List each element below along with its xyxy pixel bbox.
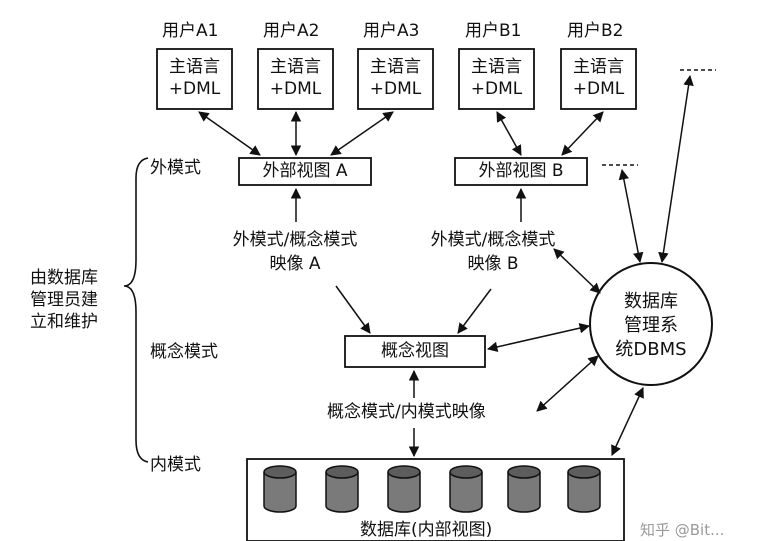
dbms-line1: 数据库 [624,291,678,312]
mapping-a-label: 外模式/概念模式 映像 A [210,230,380,274]
host-language-text: 主语言 [573,57,624,77]
user-a3-label: 用户A3 [363,21,420,41]
arrow-dbms-database [611,387,644,456]
cylinder-icon [567,465,601,513]
user-b1-language: 主语言 +DML [459,56,534,100]
user-b2-box [560,48,637,110]
database-label: 数据库(内部视图) [360,520,493,540]
external-view-a-label: 外部视图 A [262,161,348,181]
cylinder-icon [449,465,483,513]
cylinder-icon [387,465,421,513]
dbms-line2: 管理系 [624,315,678,336]
host-language-text: 主语言 [471,57,522,77]
user-a2-label: 用户A2 [263,21,320,41]
mapping-a-line1: 外模式/概念模式 [232,230,358,250]
conceptual-level-label: 概念模式 [150,342,218,362]
conceptual-view-box [344,335,486,368]
cylinder-icon [507,465,541,513]
mapping-b-line1: 外模式/概念模式 [430,230,556,250]
user-a2-language: 主语言 +DML [258,56,333,100]
user-a2-box [257,48,334,110]
mapping-b-label: 外模式/概念模式 映像 B [408,230,578,274]
user-a3-box [357,48,434,110]
cylinder-icon [263,465,297,513]
arrow-dbms-mapping-b [553,248,601,294]
user-b2-label: 用户B2 [567,21,624,41]
host-language-text: 主语言 [270,57,321,77]
arrow-b1-view-b [496,111,522,156]
external-level-label: 外模式 [150,158,201,178]
arrow-dbms-conceptual [486,322,591,353]
maintained-by-line3: 立和维护 [30,312,98,332]
arrow-dbms-internal-mapping [536,355,599,412]
user-a1-label: 用户A1 [162,21,219,41]
arrow-mapping-b-conceptual [457,288,492,334]
user-a3-language: 主语言 +DML [358,56,433,100]
arrow-dbms-view-b [618,168,644,264]
user-b2-language: 主语言 +DML [561,56,636,100]
arrow-a3-view-a [330,111,394,156]
arrow-dbms-users [658,74,694,264]
dml-text: +DML [269,79,322,99]
arrow-mapping-a-conceptual [335,285,371,334]
arrow-b2-view-b [561,111,604,156]
dml-text: +DML [572,79,625,99]
cylinder-icon [325,465,359,513]
internal-mapping-label: 概念模式/内模式映像 [327,402,486,422]
user-a1-language: 主语言 +DML [157,56,232,100]
mapping-a-line2: 映像 A [269,254,321,274]
external-view-b-box [454,157,588,186]
mapping-b-line2: 映像 B [467,254,519,274]
external-view-b-label: 外部视图 B [478,161,564,181]
maintained-by-line2: 管理员建 [30,290,98,310]
maintained-by-line1: 由数据库 [30,268,98,288]
dml-text: +DML [168,79,221,99]
database-box [246,458,625,541]
database-cylinders [263,465,601,513]
dbms-line3: 统DBMS [615,339,687,360]
maintained-by-label: 由数据库 管理员建 立和维护 [30,267,98,333]
dbms-label: 数据库 管理系 统DBMS [606,290,696,362]
host-language-text: 主语言 [169,57,220,77]
host-language-text: 主语言 [370,57,421,77]
left-brace [123,157,149,463]
watermark: 知乎 @Bit... [640,521,725,539]
dml-text: +DML [470,79,523,99]
dml-text: +DML [369,79,422,99]
conceptual-view-label: 概念视图 [381,341,449,361]
user-a1-box [156,48,233,110]
external-view-a-box [238,157,372,186]
user-b1-label: 用户B1 [465,21,522,41]
arrow-a1-view-a [198,111,261,156]
user-b1-box [458,48,535,110]
internal-level-label: 内模式 [150,455,201,475]
